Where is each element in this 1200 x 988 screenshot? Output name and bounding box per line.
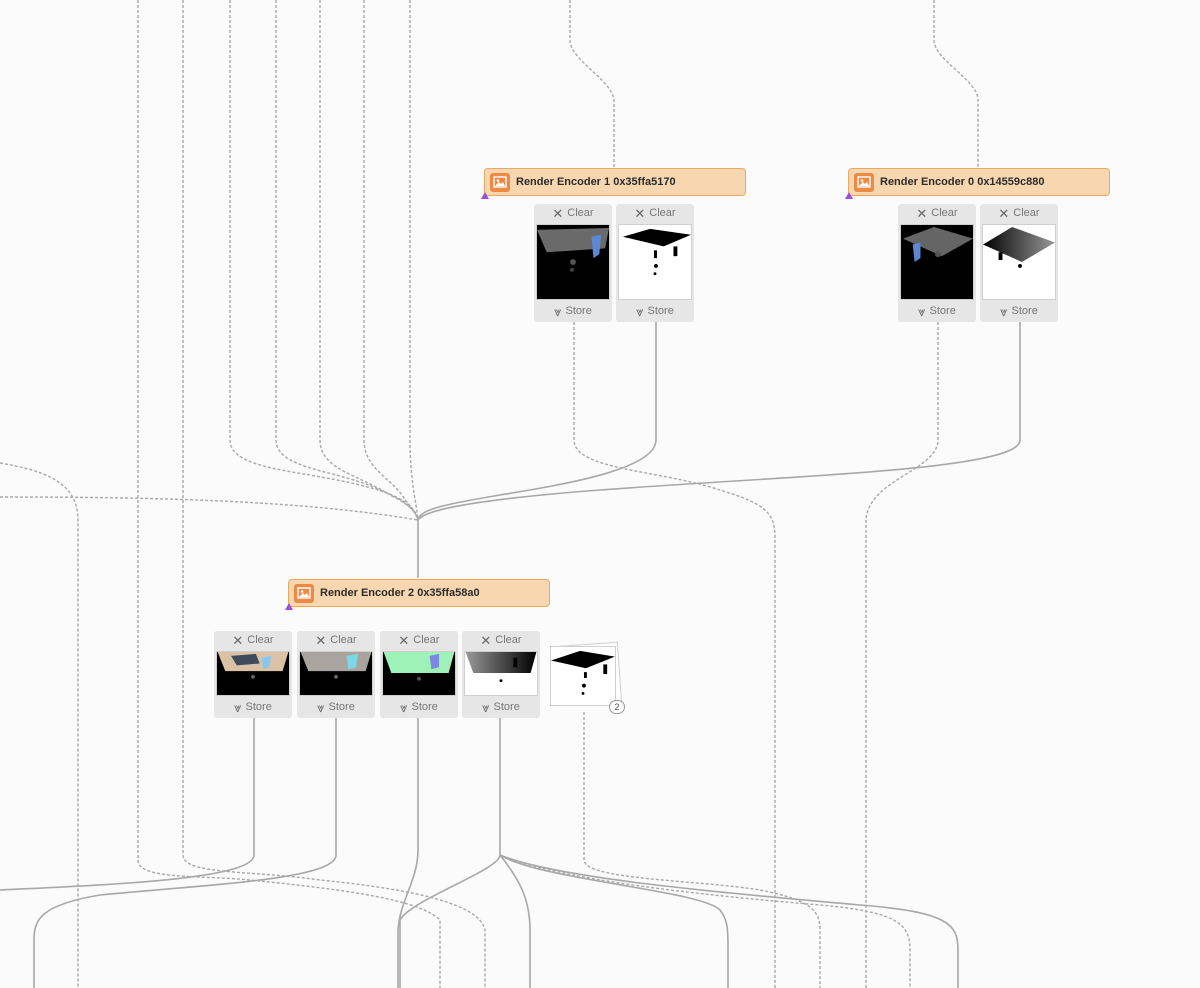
close-icon: ✕	[916, 205, 928, 221]
store-action: ⩔Store	[234, 699, 272, 715]
texture-thumbnail	[982, 224, 1056, 300]
close-icon: ✕	[552, 205, 564, 221]
load-action: ✕Clear	[480, 632, 522, 648]
color-attachment-0[interactable]: ✕Clear ⩔Store	[214, 631, 292, 718]
render-encoder-2-header[interactable]: Render Encoder 2 0x35ffa58a0	[285, 579, 550, 610]
double-chevron-down-icon: ⩔	[636, 303, 644, 319]
stack-card-front	[550, 646, 616, 706]
encoder-marker	[285, 603, 293, 610]
load-action: ✕Clear	[634, 205, 676, 221]
color-attachment-2[interactable]: ✕Clear ⩔Store	[380, 631, 458, 718]
image-icon	[294, 583, 314, 603]
texture-thumbnail	[216, 651, 290, 696]
close-icon: ✕	[998, 205, 1010, 221]
double-chevron-down-icon: ⩔	[400, 699, 408, 715]
render-encoder-0-header[interactable]: Render Encoder 0 0x14559c880	[845, 168, 1110, 199]
stack-count-badge: 2	[609, 700, 625, 714]
store-action: ⩔Store	[918, 303, 956, 319]
depth-attachment[interactable]: ✕Clear ⩔Store	[980, 204, 1058, 322]
close-icon: ✕	[634, 205, 646, 221]
encoder-title: Render Encoder 2 0x35ffa58a0	[320, 587, 480, 599]
double-chevron-down-icon: ⩔	[554, 303, 562, 319]
depth-attachment[interactable]: ✕Clear ⩔Store	[616, 204, 694, 322]
load-action: ✕Clear	[398, 632, 440, 648]
depth-attachment[interactable]: ✕Clear ⩔Store	[462, 631, 540, 718]
texture-thumbnail	[618, 224, 692, 300]
double-chevron-down-icon: ⩔	[317, 699, 325, 715]
close-icon: ✕	[232, 632, 244, 648]
load-action: ✕Clear	[552, 205, 594, 221]
close-icon: ✕	[480, 632, 492, 648]
texture-thumbnail	[299, 651, 373, 696]
texture-thumbnail	[382, 651, 456, 696]
store-action: ⩔Store	[554, 303, 592, 319]
texture-thumbnail	[536, 224, 610, 300]
encoder-title: Render Encoder 0 0x14559c880	[880, 176, 1045, 188]
store-action: ⩔Store	[1000, 303, 1038, 319]
texture-thumbnail	[464, 651, 538, 696]
load-action: ✕Clear	[916, 205, 958, 221]
store-action: ⩔Store	[317, 699, 355, 715]
color-attachment-1[interactable]: ✕Clear ⩔Store	[297, 631, 375, 718]
load-action: ✕Clear	[315, 632, 357, 648]
texture-thumbnail	[900, 224, 974, 300]
encoder-marker	[845, 192, 853, 199]
double-chevron-down-icon: ⩔	[918, 303, 926, 319]
texture-stack[interactable]: 2	[550, 640, 626, 716]
close-icon: ✕	[315, 632, 327, 648]
double-chevron-down-icon: ⩔	[1000, 303, 1008, 319]
load-action: ✕Clear	[998, 205, 1040, 221]
double-chevron-down-icon: ⩔	[482, 699, 490, 715]
encoder-marker	[481, 192, 489, 199]
close-icon: ✕	[398, 632, 410, 648]
store-action: ⩔Store	[636, 303, 674, 319]
store-action: ⩔Store	[482, 699, 520, 715]
color-attachment[interactable]: ✕Clear ⩔Store	[898, 204, 976, 322]
image-icon	[490, 172, 510, 192]
render-encoder-1-header[interactable]: Render Encoder 1 0x35ffa5170	[481, 168, 746, 199]
double-chevron-down-icon: ⩔	[234, 699, 242, 715]
encoder-title: Render Encoder 1 0x35ffa5170	[516, 176, 676, 188]
image-icon	[854, 172, 874, 192]
load-action: ✕Clear	[232, 632, 274, 648]
color-attachment[interactable]: ✕Clear ⩔Store	[534, 204, 612, 322]
store-action: ⩔Store	[400, 699, 438, 715]
